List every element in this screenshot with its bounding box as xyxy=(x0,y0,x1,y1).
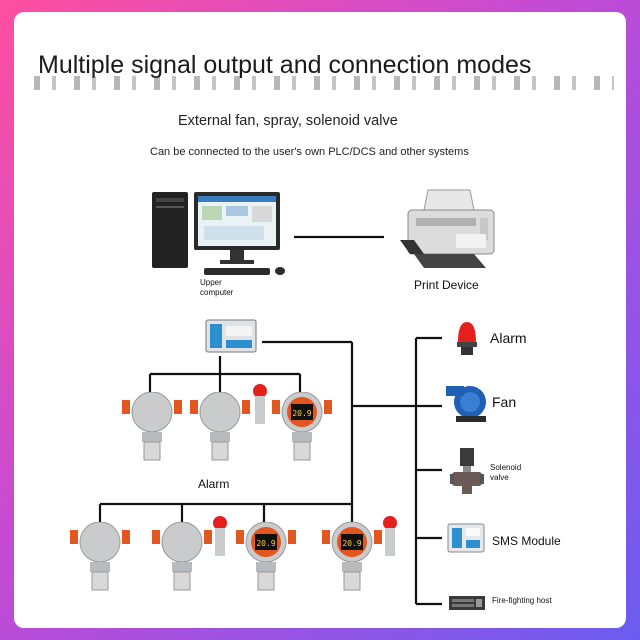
gas-detector-icon: 20.9 xyxy=(236,522,296,591)
obscured-text-strip xyxy=(34,76,614,90)
solenoid-valve-label: Solenoid valve xyxy=(490,463,522,482)
detector-display: 20.9 xyxy=(292,409,311,418)
gas-detector-icon xyxy=(70,522,130,591)
alarm-lamp-icon xyxy=(457,322,477,355)
alarm-label: Alarm xyxy=(490,330,527,346)
sms-module-label: SMS Module xyxy=(492,534,561,548)
alarm-lamp-icon xyxy=(383,516,397,556)
sms-module-icon xyxy=(447,523,485,553)
alarm-lamp-icon xyxy=(213,516,227,556)
fan-icon xyxy=(446,386,486,422)
subtitle-secondary: Can be connected to the user's own PLC/D… xyxy=(150,146,469,158)
wiring-lines xyxy=(98,235,442,606)
diagram-card: Multiple signal output and connection mo… xyxy=(14,12,626,628)
solenoid-valve-icon xyxy=(450,448,484,494)
alarm-group-label: Alarm xyxy=(198,477,230,491)
gas-detector-icon xyxy=(122,392,182,461)
detector-display: 20.9 xyxy=(256,539,275,548)
gas-detector-icon xyxy=(152,522,212,591)
printer-icon xyxy=(400,189,495,268)
detector-display: 20.9 xyxy=(342,539,361,548)
fire-host-label: Fire-fighting host xyxy=(492,596,552,605)
relay-module-icon xyxy=(205,319,257,353)
page-title: Multiple signal output and connection mo… xyxy=(38,46,608,84)
computer-icon xyxy=(152,192,285,275)
gas-detector-icon: 20.9 xyxy=(322,522,382,591)
fan-label: Fan xyxy=(492,394,517,410)
gas-detector-icon xyxy=(190,392,250,461)
gas-detector-icon: 20.9 xyxy=(272,392,332,461)
subtitle: External fan, spray, solenoid valve xyxy=(178,113,398,129)
upper-computer-label: Upper computer xyxy=(200,278,234,297)
print-device-label: Print Device xyxy=(414,278,479,292)
fire-host-icon xyxy=(449,596,485,610)
alarm-lamp-icon xyxy=(253,384,267,424)
